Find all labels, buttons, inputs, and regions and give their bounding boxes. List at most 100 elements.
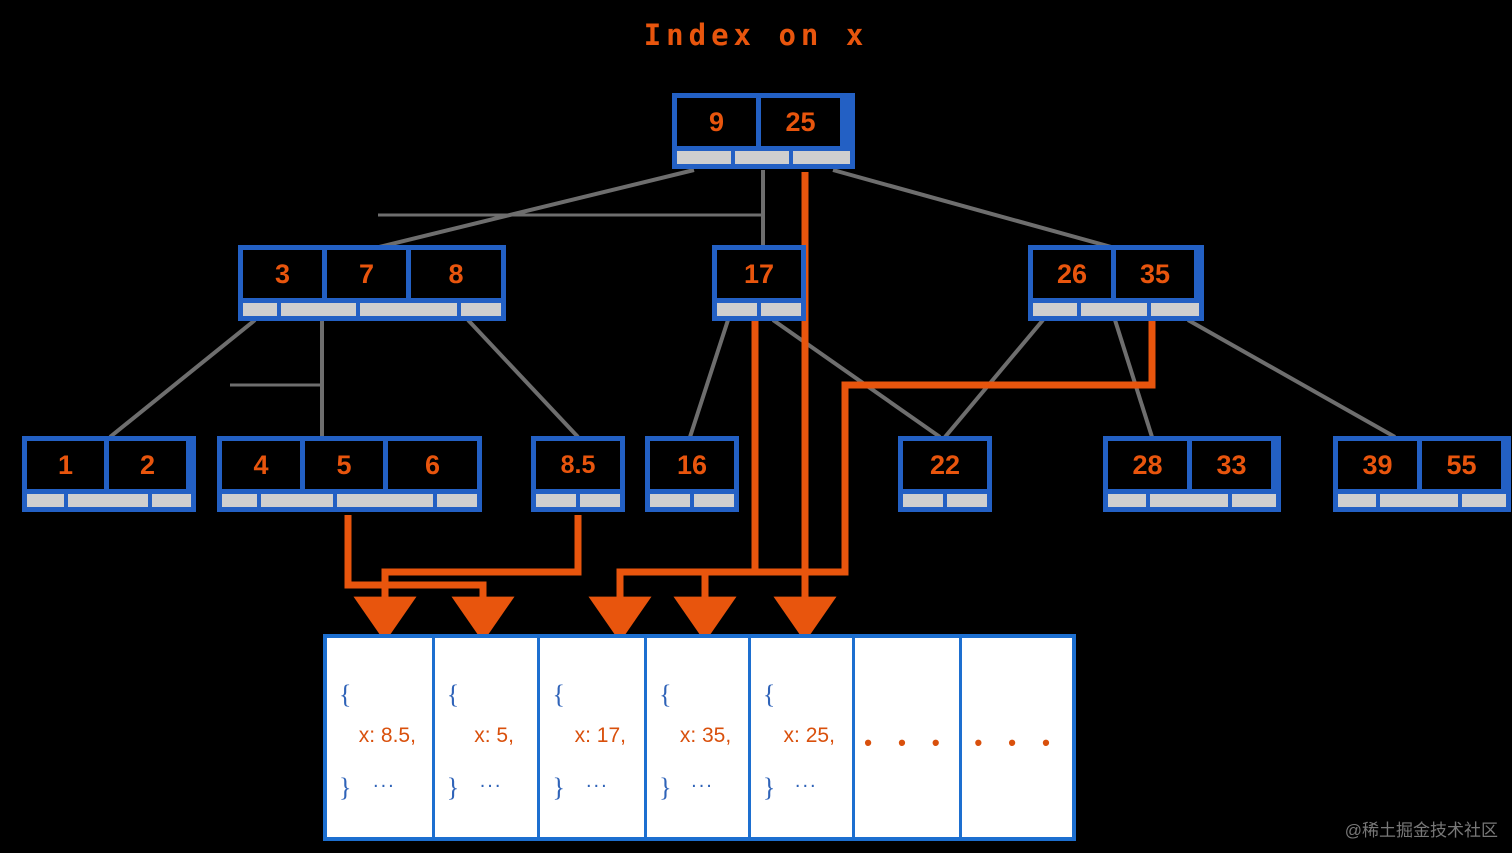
node-pointer[interactable] xyxy=(580,494,620,507)
node-pointer[interactable] xyxy=(152,494,191,507)
document-ellipsis: ... xyxy=(373,770,396,792)
node-pointer[interactable] xyxy=(1151,303,1199,316)
node-pointer[interactable] xyxy=(360,303,457,316)
node-key: 1 xyxy=(27,441,104,489)
node-pointer[interactable] xyxy=(677,151,731,164)
node-pointer[interactable] xyxy=(1232,494,1276,507)
node-pointer[interactable] xyxy=(336,494,434,507)
node-keys: 28 33 xyxy=(1108,441,1276,489)
node-pointer[interactable] xyxy=(1033,303,1077,316)
node-pointer[interactable] xyxy=(694,494,734,507)
node-key: 2 xyxy=(109,441,186,489)
document-ellipsis: • • • xyxy=(974,730,1060,755)
node-pointer[interactable] xyxy=(1081,303,1147,316)
node-pointer[interactable] xyxy=(903,494,943,507)
btree-node-3-7-8[interactable]: 3 7 8 xyxy=(238,245,506,321)
btree-leaf-1-2[interactable]: 1 2 xyxy=(22,436,196,512)
document-value: x: 35, xyxy=(679,724,732,747)
node-pointer[interactable] xyxy=(761,303,801,316)
node-pointer[interactable] xyxy=(1338,494,1376,507)
btree-leaf-16[interactable]: 16 xyxy=(645,436,739,512)
node-pointer[interactable] xyxy=(793,151,850,164)
node-pointer-slots xyxy=(27,494,191,507)
brace-open-icon: { xyxy=(659,680,672,709)
tree-edges-grey-lower xyxy=(108,318,1396,439)
node-pointer[interactable] xyxy=(650,494,690,507)
node-pointer[interactable] xyxy=(735,151,789,164)
node-pointer[interactable] xyxy=(717,303,757,316)
node-pointer[interactable] xyxy=(260,494,333,507)
brace-close-icon: } xyxy=(552,773,565,802)
node-key: 33 xyxy=(1192,441,1271,489)
brace-open-icon: { xyxy=(762,680,776,709)
node-key: 16 xyxy=(650,441,734,489)
document-value: x: 25, xyxy=(783,724,835,747)
node-pointer[interactable] xyxy=(281,303,356,316)
btree-node-root[interactable]: 9 25 xyxy=(672,93,855,169)
btree-leaf-8-5[interactable]: 8.5 xyxy=(531,436,625,512)
node-keys: 3 7 8 xyxy=(243,250,501,298)
btree-leaf-39-55[interactable]: 39 55 xyxy=(1333,436,1511,512)
tree-edges-grey xyxy=(374,168,1116,250)
brace-close-icon: } xyxy=(659,773,672,802)
node-pointer-slots xyxy=(1033,303,1199,316)
node-pointer-slots xyxy=(1108,494,1276,507)
node-keys: 39 55 xyxy=(1338,441,1506,489)
node-keys: 16 xyxy=(650,441,734,489)
node-keys: 1 2 xyxy=(27,441,191,489)
document-cell[interactable]: { x: 5, ... } xyxy=(435,638,541,837)
node-pointer-slots xyxy=(222,494,478,507)
node-pointer[interactable] xyxy=(1462,494,1506,507)
document-cell[interactable]: { x: 8.5, ... } xyxy=(327,638,435,837)
node-pointer-slots xyxy=(536,494,620,507)
document-ellipsis: ... xyxy=(479,770,503,792)
brace-close-icon: } xyxy=(339,773,352,802)
btree-leaf-4-5-6[interactable]: 4 5 6 xyxy=(217,436,482,512)
brace-close-icon: } xyxy=(762,773,776,802)
document-cell[interactable]: • • • xyxy=(855,638,963,837)
node-key: 9 xyxy=(677,98,756,146)
node-key: 17 xyxy=(717,250,801,298)
node-pointer[interactable] xyxy=(1380,494,1458,507)
node-pointer-slots xyxy=(903,494,987,507)
document-ellipsis: ... xyxy=(585,770,609,792)
node-key: 4 xyxy=(222,441,300,489)
btree-leaf-22[interactable]: 22 xyxy=(898,436,992,512)
node-pointer[interactable] xyxy=(27,494,64,507)
document-value: x: 17, xyxy=(574,724,626,747)
document-ellipsis: • • • xyxy=(864,730,950,755)
node-keys: 22 xyxy=(903,441,987,489)
document-ellipsis: ... xyxy=(691,770,714,792)
document-cell[interactable]: { x: 17, ... } xyxy=(540,638,648,837)
document-value: x: 5, xyxy=(474,724,514,747)
node-key: 25 xyxy=(761,98,840,146)
document-cell[interactable]: { x: 35, ... } xyxy=(647,638,751,837)
btree-node-17[interactable]: 17 xyxy=(712,245,806,321)
node-pointer[interactable] xyxy=(947,494,987,507)
brace-close-icon: } xyxy=(446,773,460,802)
btree-node-26-35[interactable]: 26 35 xyxy=(1028,245,1204,321)
btree-leaf-28-33[interactable]: 28 33 xyxy=(1103,436,1281,512)
node-pointer[interactable] xyxy=(1150,494,1228,507)
node-keys: 17 xyxy=(717,250,801,298)
node-key: 26 xyxy=(1033,250,1111,298)
node-pointer-slots xyxy=(1338,494,1506,507)
node-key: 8.5 xyxy=(536,441,620,489)
document-cell[interactable]: • • • xyxy=(962,638,1072,837)
node-pointer[interactable] xyxy=(536,494,576,507)
node-pointer[interactable] xyxy=(461,303,501,316)
node-pointer[interactable] xyxy=(243,303,277,316)
node-key: 39 xyxy=(1338,441,1417,489)
node-pointer-slots xyxy=(717,303,801,316)
node-pointer[interactable] xyxy=(1108,494,1146,507)
page-title: Index on x xyxy=(643,18,869,52)
node-pointer-slots xyxy=(677,151,850,164)
node-pointer[interactable] xyxy=(68,494,148,507)
document-cell[interactable]: { x: 25, ... } xyxy=(751,638,855,837)
node-key: 7 xyxy=(327,250,406,298)
node-pointer[interactable] xyxy=(437,494,478,507)
node-pointer-slots xyxy=(243,303,501,316)
node-key: 28 xyxy=(1108,441,1187,489)
node-pointer[interactable] xyxy=(222,494,257,507)
node-pointer-slots xyxy=(650,494,734,507)
